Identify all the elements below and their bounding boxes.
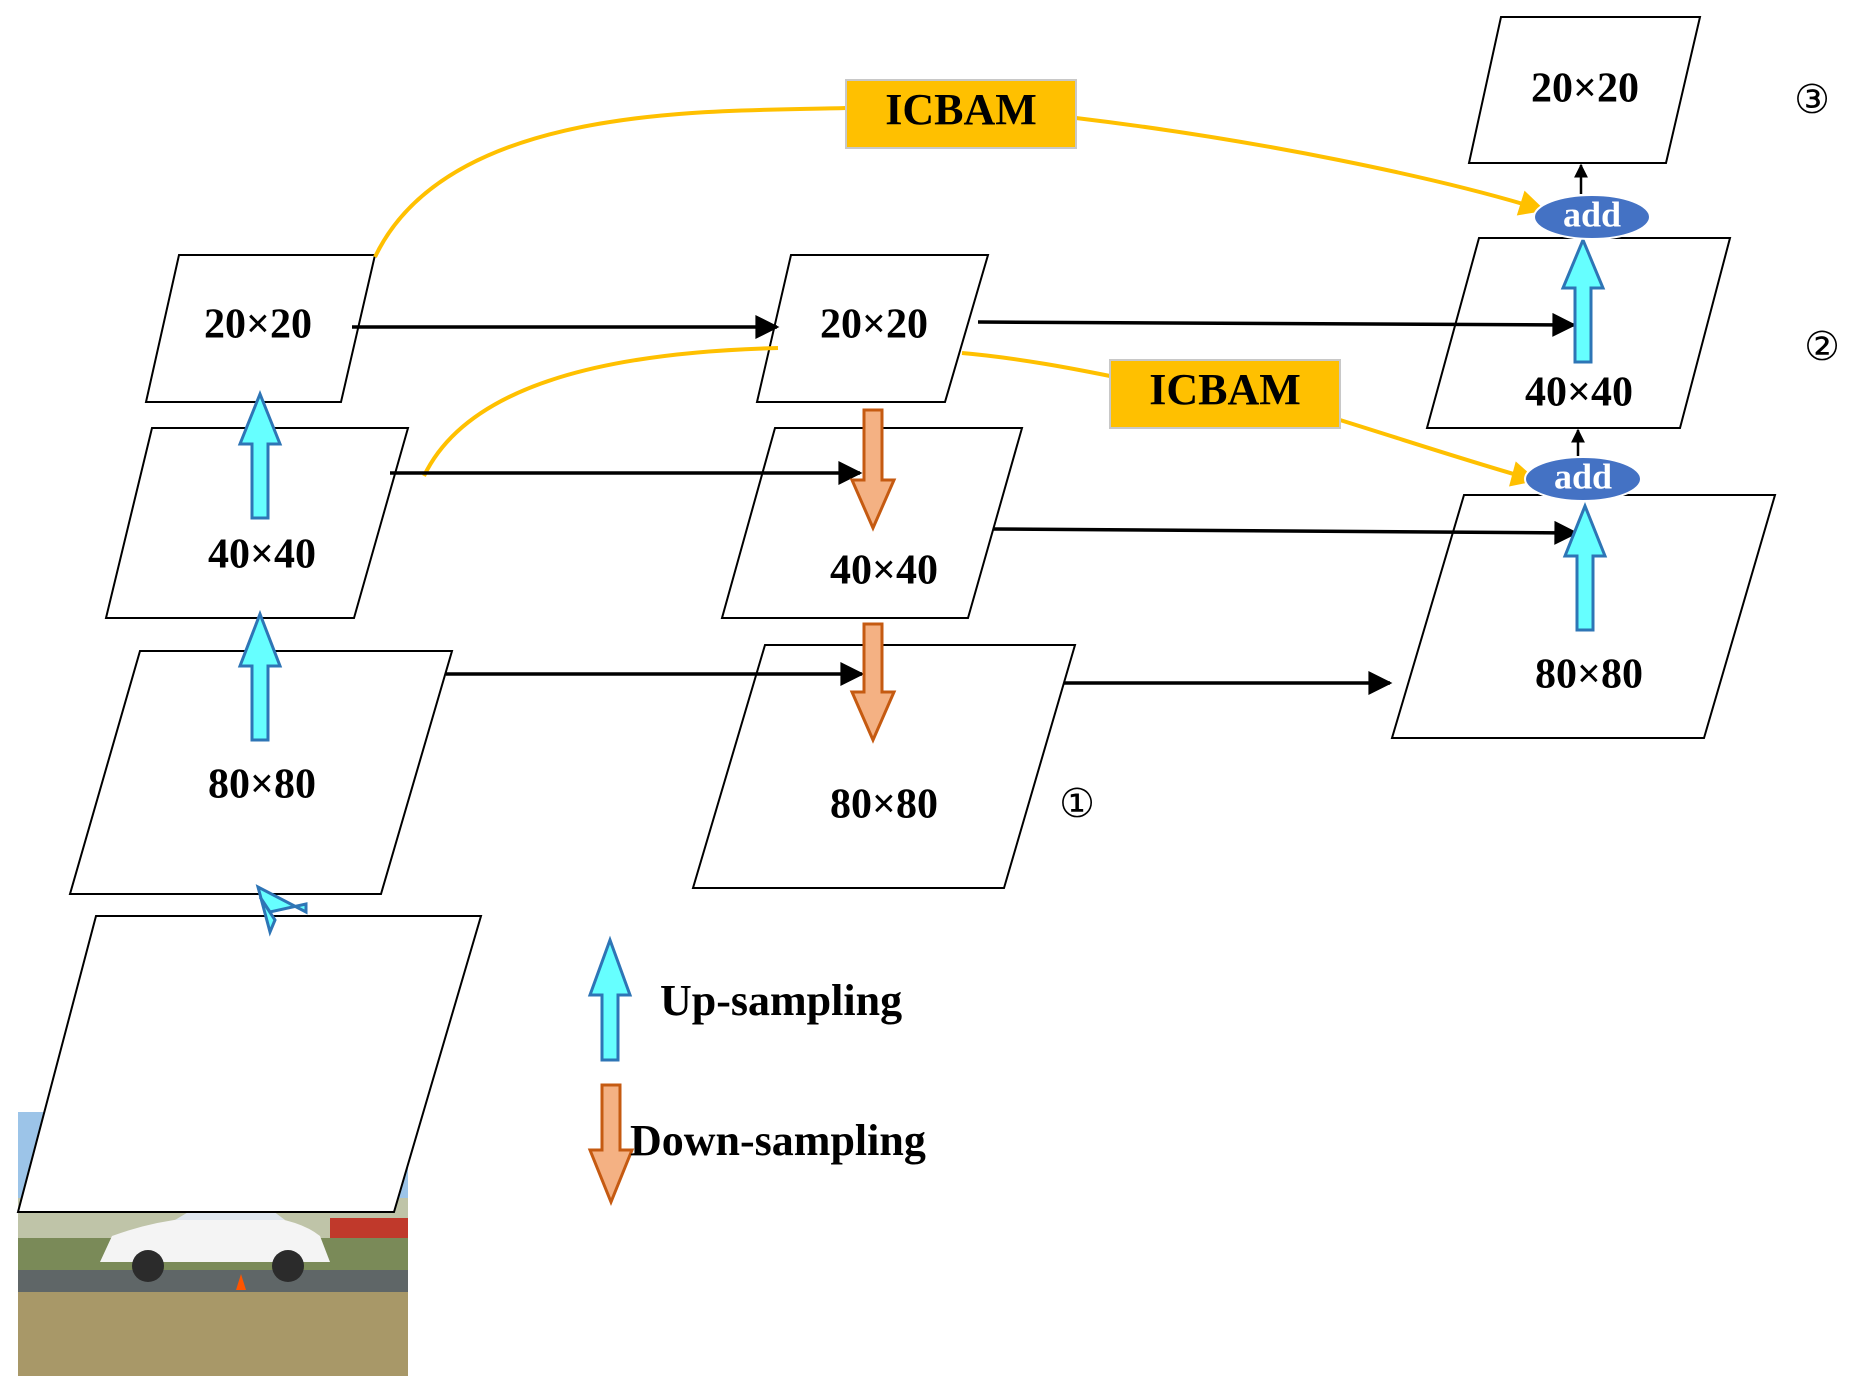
icbam-upper-path-right [1075, 116, 1546, 216]
stage-marker-three: ③ [1794, 77, 1830, 123]
icbam-lower-path-mid [961, 351, 1111, 378]
legend-up-arrow-icon [587, 935, 633, 1062]
icbam-lower-path-right [1339, 418, 1538, 487]
down-arrow-mid-mid-to-bottom [849, 622, 897, 744]
feature-map-left-mid-label: 40×40 [208, 532, 316, 578]
feature-map-mid-top-label: 20×20 [820, 302, 928, 348]
add-node-lower-label: add [1554, 456, 1612, 496]
stage-marker-one: ① [1059, 781, 1095, 827]
icbam-block-lower-label: ICBAM [1149, 365, 1301, 414]
feature-map-left-top [144, 254, 377, 403]
icbam-block-upper: ICBAM [845, 79, 1077, 149]
icbam-upper-path-left [373, 106, 847, 258]
feature-map-mid-mid-label: 40×40 [830, 548, 938, 594]
feature-map-mid-top [755, 254, 990, 403]
feature-map-left-bottom [68, 650, 454, 895]
arrow-mid-top-to-right-mid [977, 312, 1577, 337]
feature-map-right-top [1467, 16, 1702, 164]
feature-map-right-top-label: 20×20 [1531, 66, 1639, 112]
feature-map-left-mid [104, 427, 410, 619]
legend-up-label: Up-sampling [660, 976, 902, 1025]
feature-map-left-top-label: 20×20 [204, 302, 312, 348]
stage-marker-two: ② [1804, 324, 1840, 370]
add-node-lower: add [1524, 456, 1642, 502]
add-node-upper-label: add [1563, 194, 1621, 234]
up-arrow-left-bottom-to-mid [237, 609, 283, 742]
up-arrow-right-bottom-to-add [1562, 501, 1608, 632]
feature-map-mid-bottom [691, 644, 1077, 889]
feature-map-right-bottom-label: 80×80 [1535, 652, 1643, 698]
arrow-mid-mid-to-right-bottom [992, 520, 1579, 545]
legend-down-arrow-icon [587, 1083, 635, 1207]
up-arrow-input-to-left-bottom [255, 884, 308, 937]
feature-map-mid-bottom-label: 80×80 [830, 782, 938, 828]
icbam-block-upper-label: ICBAM [885, 85, 1037, 134]
add-node-upper: add [1533, 194, 1651, 240]
legend: Up-sampling Down-sampling [587, 935, 926, 1207]
feature-map-right-mid-label: 40×40 [1525, 370, 1633, 416]
up-arrow-right-mid-to-add [1560, 236, 1606, 364]
icbam-lower-path-left [422, 346, 779, 477]
down-arrow-mid-top-to-mid [849, 408, 897, 532]
legend-down-label: Down-sampling [630, 1116, 926, 1165]
up-arrow-left-mid-to-top [237, 389, 283, 520]
icbam-block-lower: ICBAM [1109, 359, 1341, 429]
input-plane [16, 915, 483, 1213]
feature-map-left-bottom-label: 80×80 [208, 762, 316, 808]
